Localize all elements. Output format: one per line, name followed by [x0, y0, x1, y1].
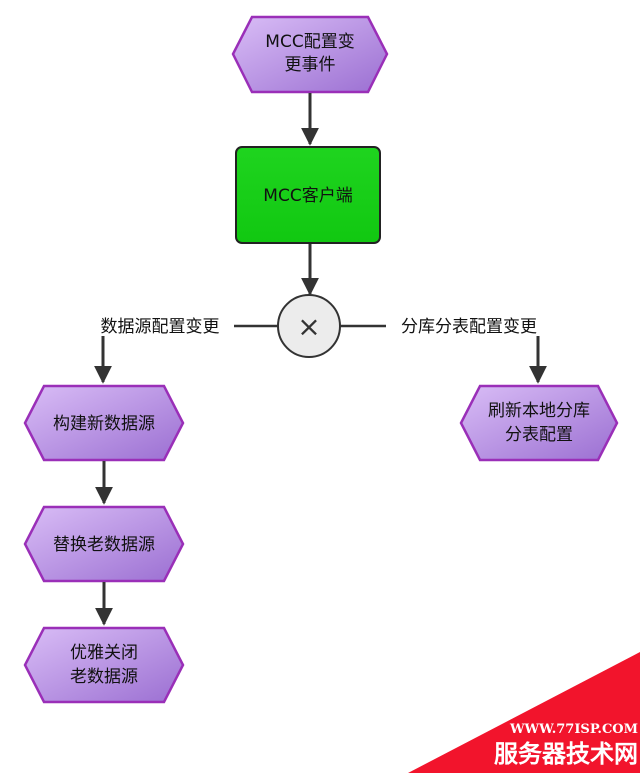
close-old-line-2: 老数据源 [70, 667, 138, 687]
build-new-label: 构建新数据源 [53, 414, 155, 434]
mcc-event-line-2: 更事件 [285, 55, 336, 75]
mcc-config-change-event-node: MCC配置变 更事件 [231, 15, 389, 94]
mcc-client-label: MCC客户端 [263, 186, 352, 206]
right-branch-label: 分库分表配置变更 [401, 317, 537, 337]
gateway-x-icon: × [297, 310, 320, 343]
exclusive-gateway: × [277, 294, 341, 358]
replace-old-label: 替换老数据源 [53, 535, 155, 555]
watermark-url: WWW.77ISP.COM [509, 722, 638, 737]
close-old-line-1: 优雅关闭 [70, 643, 138, 663]
refresh-local-line-2: 分表配置 [505, 425, 573, 445]
build-new-datasource-node: 构建新数据源 [23, 384, 185, 462]
refresh-local-sharding-config-node: 刷新本地分库 分表配置 [459, 384, 619, 462]
refresh-local-line-1: 刷新本地分库 [488, 401, 590, 421]
watermark-site-name: 服务器技术网 [494, 740, 638, 768]
left-branch-label: 数据源配置变更 [101, 317, 220, 337]
watermark: WWW.77ISP.COM 服务器技术网 [408, 652, 640, 773]
watermark-red-corner [408, 652, 640, 773]
mcc-event-line-1: MCC配置变 [265, 32, 354, 52]
mcc-client-node: MCC客户端 [235, 146, 381, 244]
graceful-close-old-datasource-node: 优雅关闭 老数据源 [23, 626, 185, 704]
replace-old-datasource-node: 替换老数据源 [23, 505, 185, 583]
